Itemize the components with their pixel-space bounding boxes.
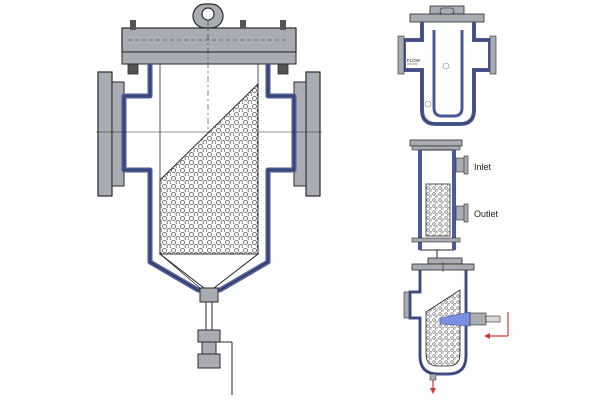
main-strainer-view [96,3,322,395]
lifting-eye-icon [192,3,224,29]
body-top-flange [121,51,297,65]
top-right-view: FLOW [397,5,497,126]
bottom-right-view [403,257,509,394]
flow-label: FLOW [407,58,421,63]
outlet-label: Outlet [474,209,499,219]
bolt-icon [127,20,139,75]
middle-right-view: Inlet Outlet [409,139,499,258]
basket-cone [158,253,260,289]
inlet-flange [97,71,113,197]
red-arrow-icon [484,312,509,339]
perforated-basket [159,82,259,255]
drain-valve-icon [197,287,233,395]
basket-element [425,183,451,237]
basket-cutaway [425,289,461,367]
inlet-label: Inlet [474,162,492,172]
outlet-flange [305,71,321,197]
fluid-jet [439,311,471,327]
bolt-icon [277,20,289,75]
